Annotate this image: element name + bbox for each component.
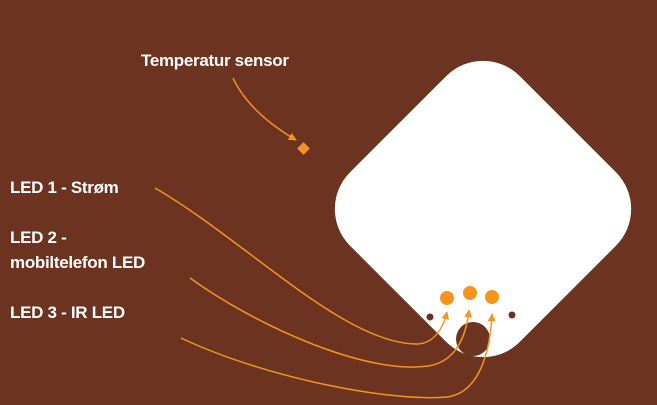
led-3-dot: [485, 290, 499, 304]
led-2-leader: [189, 277, 473, 368]
led-2-label-line2: mobiltelefon LED: [10, 253, 145, 272]
temperature-sensor-leader: [232, 77, 297, 141]
temperature-sensor-marker: [297, 142, 310, 155]
right-small-dot: [508, 311, 516, 319]
led-3-leader: [180, 313, 496, 399]
led-1-dot: [440, 291, 454, 305]
led-1-label: LED 1 - Strøm: [10, 178, 119, 197]
led-3-label: LED 3 - IR LED: [10, 303, 125, 322]
device-body: [334, 60, 632, 358]
temperature-sensor-label: Temperatur sensor: [141, 51, 289, 70]
led-1-leader: [154, 187, 450, 345]
led-2-label-line1: LED 2 -: [10, 228, 67, 247]
led-2-dot: [463, 286, 477, 300]
left-small-dot: [426, 313, 434, 321]
